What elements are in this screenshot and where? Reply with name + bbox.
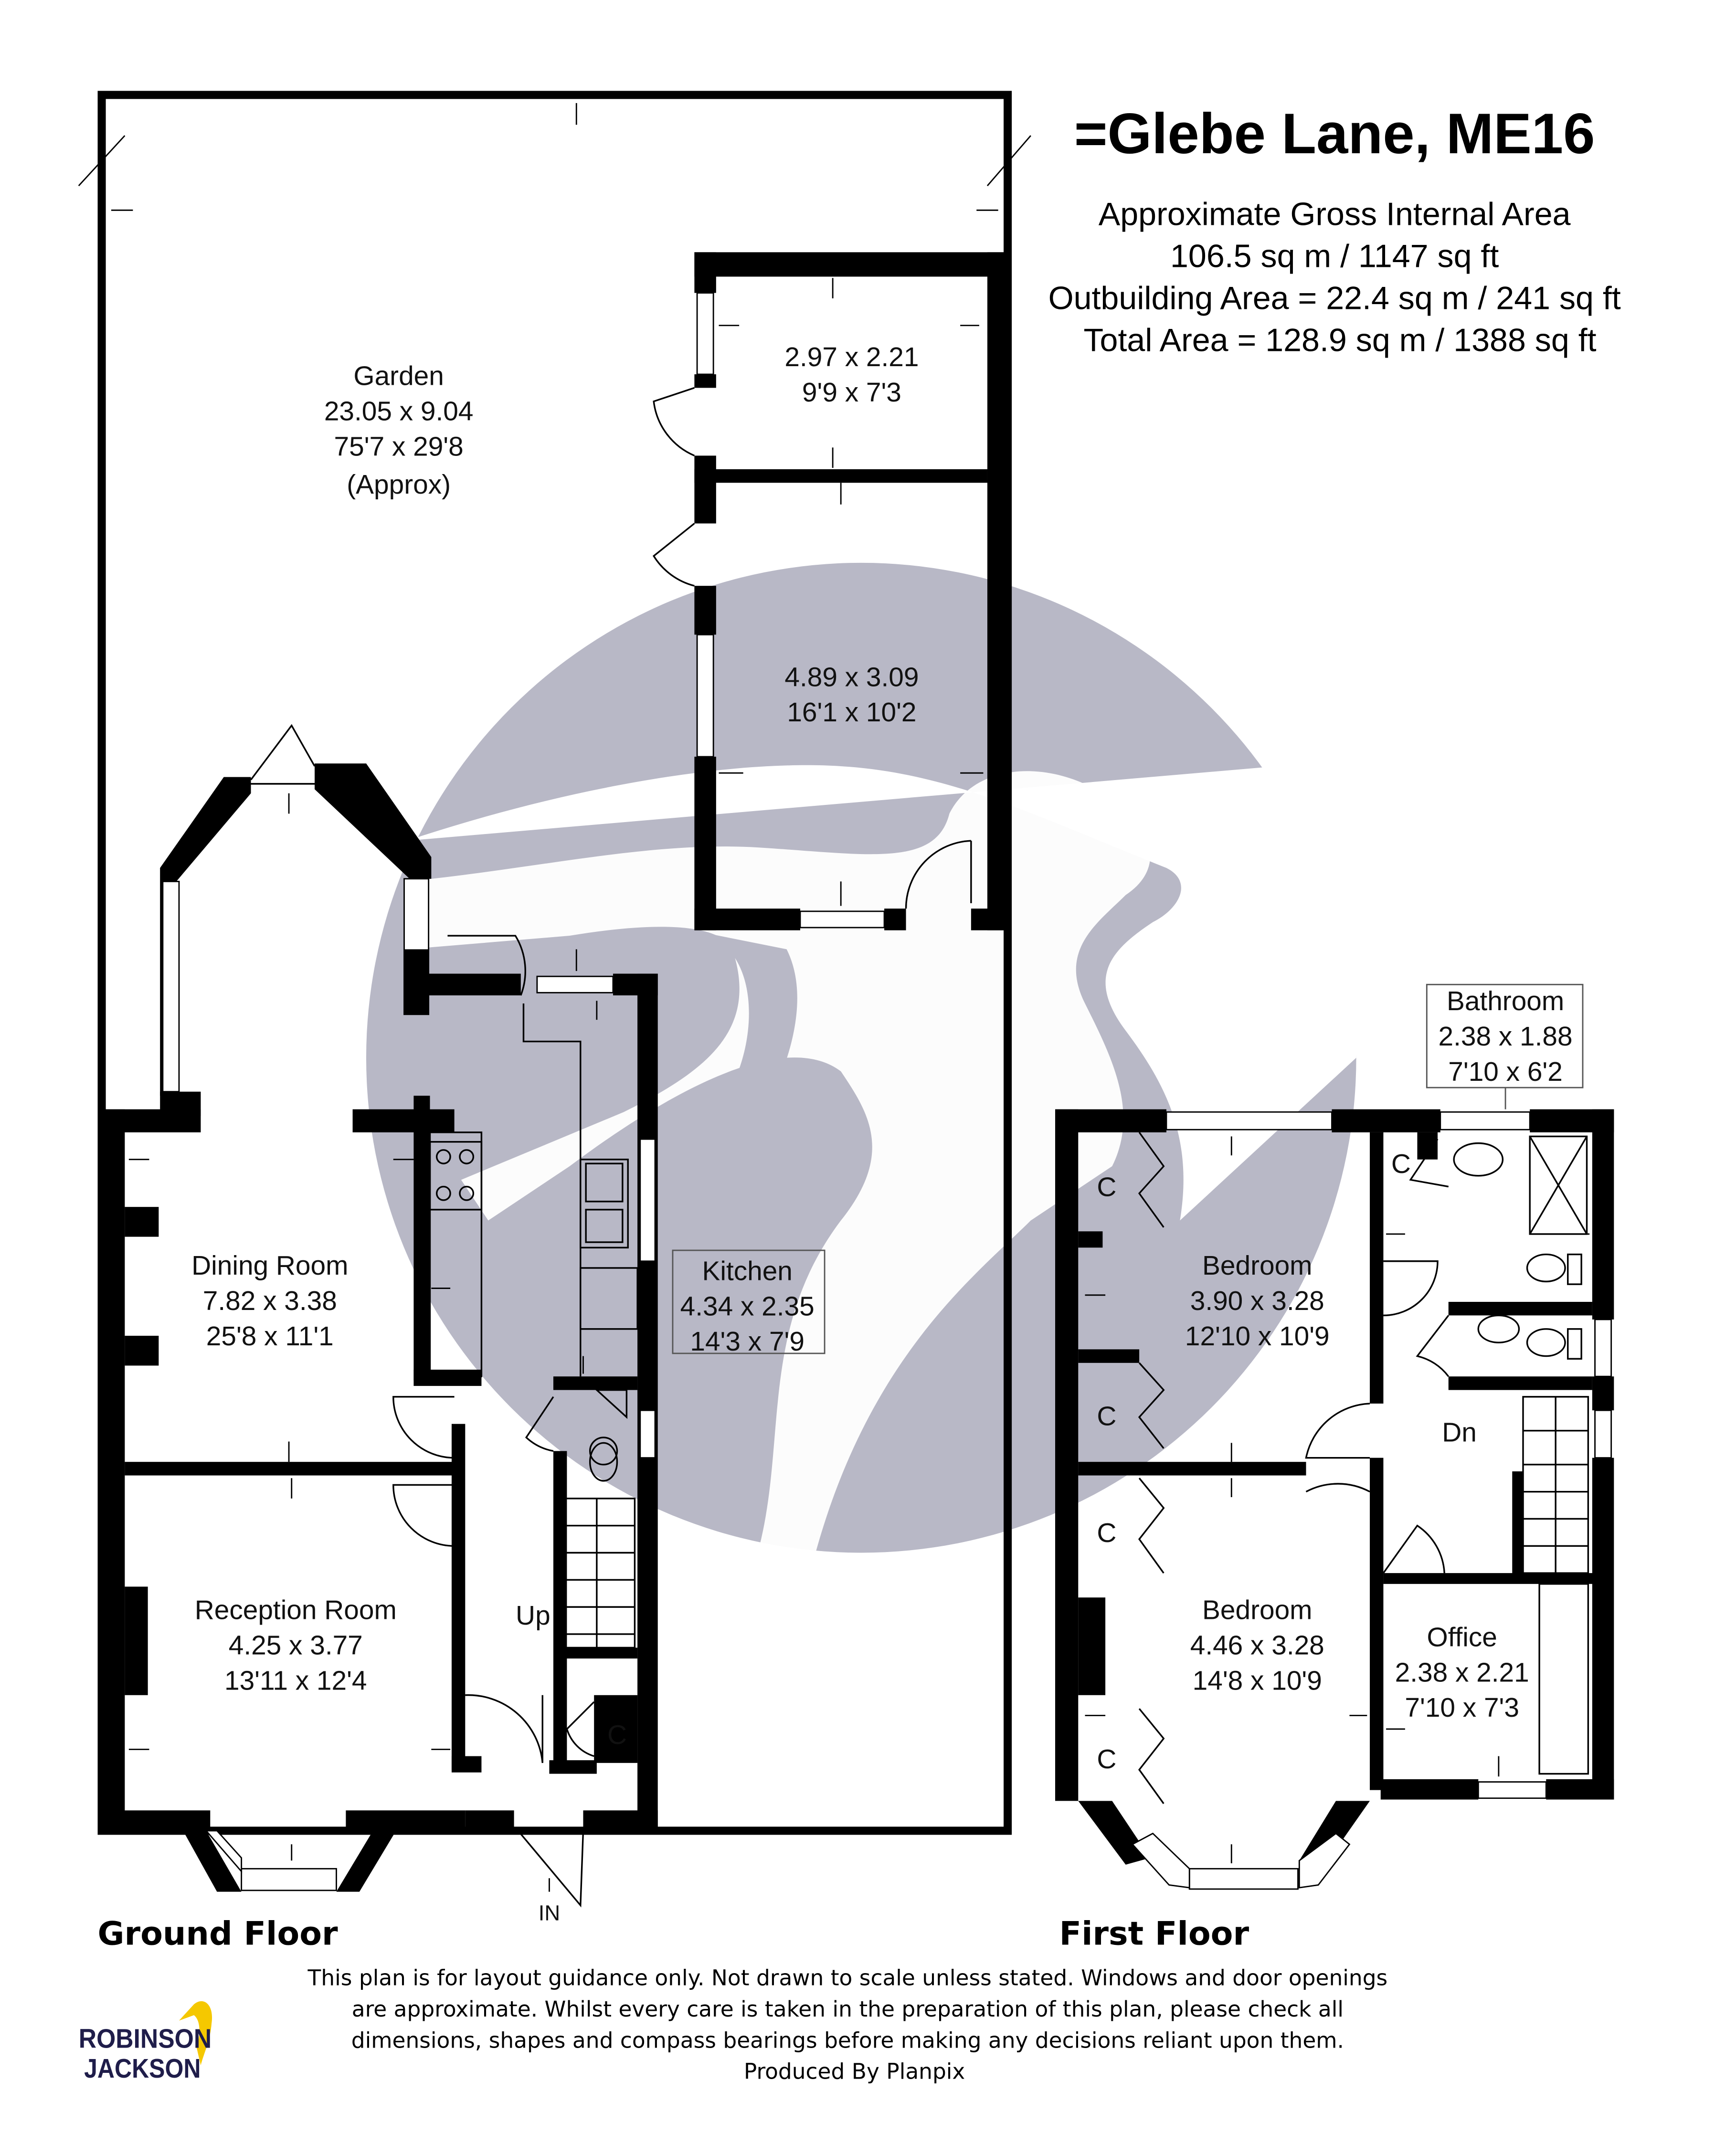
room-imperial: 12'10 x 10'9 [1185, 1321, 1330, 1352]
disclaimer: This plan is for layout guidance only. N… [307, 1965, 1388, 2084]
room-name: Kitchen [702, 1257, 792, 1287]
cupboard-label: C [1391, 1149, 1411, 1179]
room-metric: 7.82 x 3.38 [203, 1286, 337, 1316]
ff-dimension-arrows [1085, 1136, 1590, 1863]
ground-floor-label: Ground Floor [98, 1915, 339, 1953]
first-floor-plan: Bathroom 2.38 x 1.88 7'10 x 6'2 Bedroom … [1055, 983, 1614, 1953]
robinson-jackson-logo: ROBINSON JACKSON [79, 2001, 212, 2084]
stairs-up-label: Up [516, 1601, 550, 1631]
room-label-kitchen: Kitchen 4.34 x 2.35 14'3 x 7'9 [672, 1249, 826, 1357]
garden-boundary [97, 91, 1012, 1835]
room-name: Bedroom [1202, 1595, 1312, 1626]
dimension-arrows [111, 103, 998, 1892]
room-label-garden: Garden 23.05 x 9.04 75'7 x 29'8 (Approx) [324, 361, 474, 500]
room-name: Bathroom [1447, 986, 1564, 1016]
room-metric: 4.25 x 3.77 [229, 1631, 363, 1661]
property-title: =Glebe Lane, ME16 [1074, 102, 1595, 166]
room-label-office: Office 2.38 x 2.21 7'10 x 7'3 [1395, 1622, 1529, 1723]
room-imperial: 16'1 x 10'2 [787, 697, 916, 728]
cupboard-label: C [1097, 1518, 1116, 1548]
area-line: Approximate Gross Internal Area [1099, 196, 1571, 232]
room-metric: 2.38 x 1.88 [1439, 1022, 1573, 1052]
watermark-logo [366, 562, 1356, 1560]
room-label-outbuilding: 4.89 x 3.09 16'1 x 10'2 [784, 662, 919, 728]
room-label-reception: Reception Room 4.25 x 3.77 13'11 x 12'4 [195, 1595, 397, 1696]
cupboard-label: C [1097, 1172, 1116, 1202]
room-name: Reception Room [195, 1595, 397, 1626]
disclaimer-line: dimensions, shapes and compass bearings … [351, 2028, 1344, 2053]
room-name: Dining Room [191, 1251, 348, 1281]
ground-stairs [558, 1498, 636, 1649]
room-name: Bedroom [1202, 1251, 1312, 1281]
room-note: (Approx) [347, 470, 451, 500]
room-label-store: 2.97 x 2.21 9'9 x 7'3 [784, 342, 919, 408]
kitchen-units [429, 1003, 638, 1482]
room-imperial: 13'11 x 12'4 [224, 1666, 367, 1696]
reception-bay [183, 1830, 396, 1892]
room-imperial: 7'10 x 7'3 [1405, 1693, 1519, 1723]
area-line: 106.5 sq m / 1147 sq ft [1170, 238, 1499, 275]
disclaimer-line: are approximate. Whilst every care is ta… [352, 1996, 1344, 2022]
dining-bay [160, 724, 432, 1116]
room-label-dining: Dining Room 7.82 x 3.38 25'8 x 11'1 [191, 1251, 348, 1352]
cupboard-label: C [1097, 1744, 1116, 1774]
room-imperial: 9'9 x 7'3 [802, 378, 901, 408]
room-metric: 2.38 x 2.21 [1395, 1658, 1529, 1688]
room-metric: 3.90 x 3.28 [1190, 1286, 1324, 1316]
header: =Glebe Lane, ME16 Approximate Gross Inte… [1048, 102, 1621, 359]
room-metric: 4.89 x 3.09 [784, 662, 919, 692]
room-metric: 23.05 x 9.04 [324, 397, 474, 427]
area-line: Outbuilding Area = 22.4 sq m / 241 sq ft [1048, 280, 1621, 317]
room-metric: 2.97 x 2.21 [784, 342, 919, 372]
ground-floor-walls [102, 973, 658, 1831]
logo-text: JACKSON [84, 2054, 201, 2084]
disclaimer-line: This plan is for layout guidance only. N… [307, 1965, 1388, 1991]
cupboard-label: C [607, 1720, 627, 1750]
room-label-bedroom-2: Bedroom 4.46 x 3.28 14'8 x 10'9 [1190, 1595, 1324, 1696]
ground-floor-plan: Garden 23.05 x 9.04 75'7 x 29'8 (Approx)… [78, 91, 1031, 1953]
stairs-down-label: Dn [1442, 1418, 1477, 1448]
area-line: Total Area = 128.9 sq m / 1388 sq ft [1083, 322, 1596, 359]
bathroom-fixtures [1453, 1135, 1588, 1360]
outbuilding [652, 252, 1008, 930]
entrance-label: IN [539, 1901, 560, 1925]
first-floor-walls [1055, 1109, 1614, 1890]
room-metric: 4.34 x 2.35 [680, 1291, 815, 1321]
room-label-bedroom-1: Bedroom 3.90 x 3.28 12'10 x 10'9 [1185, 1251, 1330, 1352]
room-imperial: 25'8 x 11'1 [206, 1321, 334, 1352]
cupboard-label: C [1097, 1401, 1116, 1431]
room-metric: 4.46 x 3.28 [1190, 1631, 1324, 1661]
room-name: Garden [353, 361, 444, 391]
logo-text: ROBINSON [79, 2024, 212, 2054]
room-imperial: 14'8 x 10'9 [1193, 1666, 1322, 1696]
room-label-bathroom: Bathroom 2.38 x 1.88 7'10 x 6'2 [1426, 983, 1584, 1109]
room-imperial: 75'7 x 29'8 [334, 432, 464, 462]
disclaimer-line: Produced By Planpix [744, 2059, 965, 2084]
room-imperial: 14'3 x 7'9 [690, 1327, 804, 1357]
room-imperial: 7'10 x 6'2 [1448, 1057, 1563, 1087]
first-floor-label: First Floor [1059, 1915, 1249, 1953]
first-floor-stairs [1522, 1396, 1589, 1775]
room-name: Office [1427, 1622, 1497, 1652]
